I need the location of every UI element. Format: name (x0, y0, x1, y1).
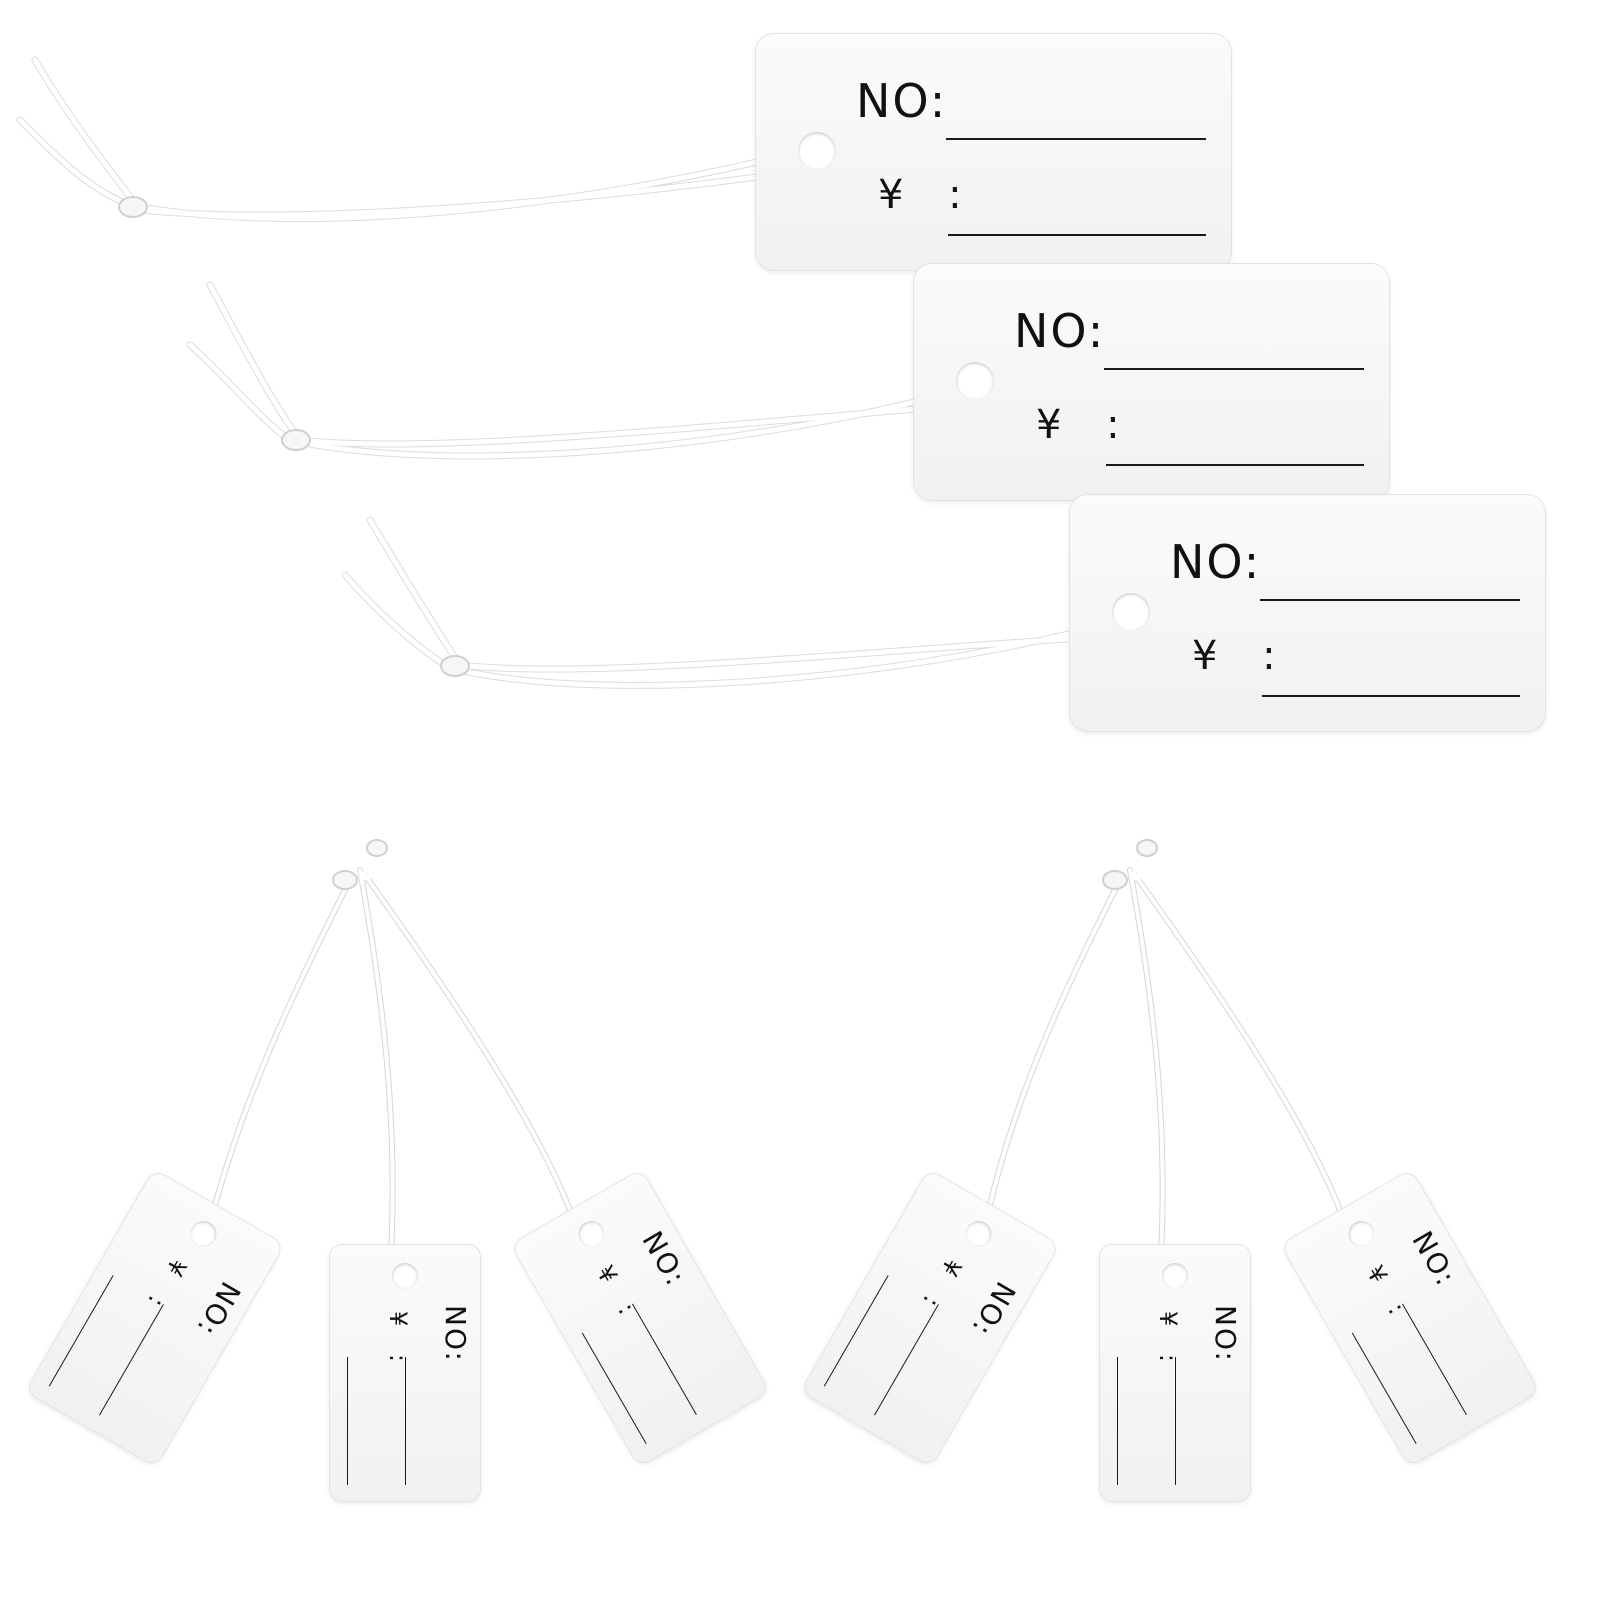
string-knot (440, 655, 470, 677)
bundle-knots (332, 839, 1158, 890)
string-loop (207, 282, 968, 447)
price-tag-small: NO: ¥ : (1100, 1245, 1250, 1501)
string-loop (1133, 865, 1282, 880)
no-label: NO: (1170, 535, 1262, 589)
no-write-line (1104, 368, 1364, 370)
no-write-line (1175, 1357, 1176, 1485)
string-knot (1136, 839, 1158, 857)
string-hole (1162, 1263, 1188, 1289)
string-loop (1133, 873, 1342, 1212)
no-write-line (405, 1357, 406, 1485)
string-loop (187, 342, 965, 459)
yen-write-line (1262, 695, 1520, 697)
tag-text-rotated: NO: ¥ : (330, 1245, 480, 1501)
no-label: NO: (1209, 1305, 1242, 1363)
string-knot (118, 196, 148, 218)
string-loop (363, 823, 472, 880)
string-knot (1102, 870, 1128, 890)
string-loop (213, 878, 352, 1207)
strings-top (17, 57, 1131, 688)
yen-write-line (1106, 464, 1364, 466)
yen-label: ¥ : (1036, 402, 1136, 448)
yen-label: ¥ : (878, 172, 978, 218)
no-label: NO: (439, 1305, 472, 1363)
yen-label: ¥ : (1360, 1260, 1416, 1328)
price-tag-small: NO: ¥ : (330, 1245, 480, 1501)
yen-label: ¥ : (912, 1253, 968, 1321)
yen-write-line (948, 234, 1206, 236)
string-loop (1128, 868, 1165, 1272)
no-label: NO: (1014, 304, 1106, 358)
yen-label: ¥ : (1154, 1311, 1182, 1372)
string-loop (32, 57, 811, 218)
no-write-line (874, 1304, 939, 1416)
string-loop (367, 517, 1131, 672)
string-loop (363, 873, 572, 1212)
string-knot (332, 870, 358, 890)
string-loop (1133, 823, 1247, 880)
yen-write-line (1117, 1357, 1118, 1485)
string-loop (363, 865, 507, 880)
no-write-line (632, 1303, 697, 1415)
bundle-strings (213, 793, 1342, 1272)
string-hole (956, 362, 994, 400)
price-tag-large: NO: ¥ : (1070, 495, 1545, 731)
string-hole (798, 132, 836, 170)
no-write-line (99, 1304, 164, 1416)
string-knot (366, 839, 388, 857)
string-hole (1112, 593, 1150, 631)
yen-label: ¥ : (1192, 633, 1292, 679)
yen-label: ¥ : (137, 1253, 193, 1321)
yen-label: ¥ : (590, 1260, 646, 1328)
string-loop (342, 572, 1128, 688)
string-loop (358, 868, 395, 1272)
no-write-line (946, 138, 1206, 140)
tag-text-rotated: NO: ¥ : (1100, 1245, 1250, 1501)
bundle-string-shadows (212, 867, 1343, 1273)
price-tag-large: NO: ¥ : (756, 34, 1231, 270)
string-loop (988, 878, 1122, 1207)
string-knot (281, 429, 311, 451)
yen-write-line (347, 1357, 348, 1485)
no-label: NO: (856, 74, 948, 128)
no-write-line (1260, 599, 1520, 601)
yen-label: ¥ : (384, 1311, 412, 1372)
string-knots (118, 196, 470, 677)
no-write-line (1402, 1303, 1467, 1415)
price-tag-large: NO: ¥ : (914, 264, 1389, 500)
string-hole (392, 1263, 418, 1289)
string-loop (347, 798, 357, 882)
